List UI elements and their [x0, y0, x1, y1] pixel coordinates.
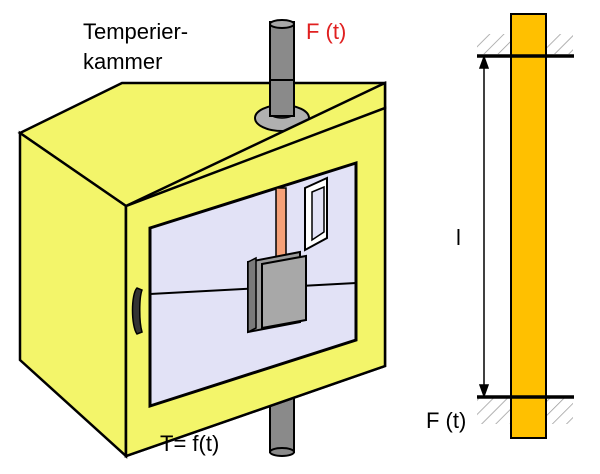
- force-label-top: F (t): [306, 19, 346, 44]
- temperature-label: T= f(t): [160, 431, 219, 456]
- length-dimension: [478, 54, 490, 399]
- force-label-bottom: F (t): [426, 408, 466, 433]
- chamber-label-line1: Temperier-: [83, 19, 188, 44]
- specimen-bar: [510, 13, 547, 439]
- specimen-schematic: [477, 13, 574, 439]
- temperature-chamber: [17, 19, 387, 459]
- length-label: l: [456, 225, 461, 250]
- interior-bracket: [304, 176, 328, 252]
- rod-passage-top: [254, 79, 310, 132]
- door-handle[interactable]: [131, 287, 143, 335]
- specimen-grip: [247, 250, 307, 334]
- chamber-label-line2: kammer: [83, 49, 162, 74]
